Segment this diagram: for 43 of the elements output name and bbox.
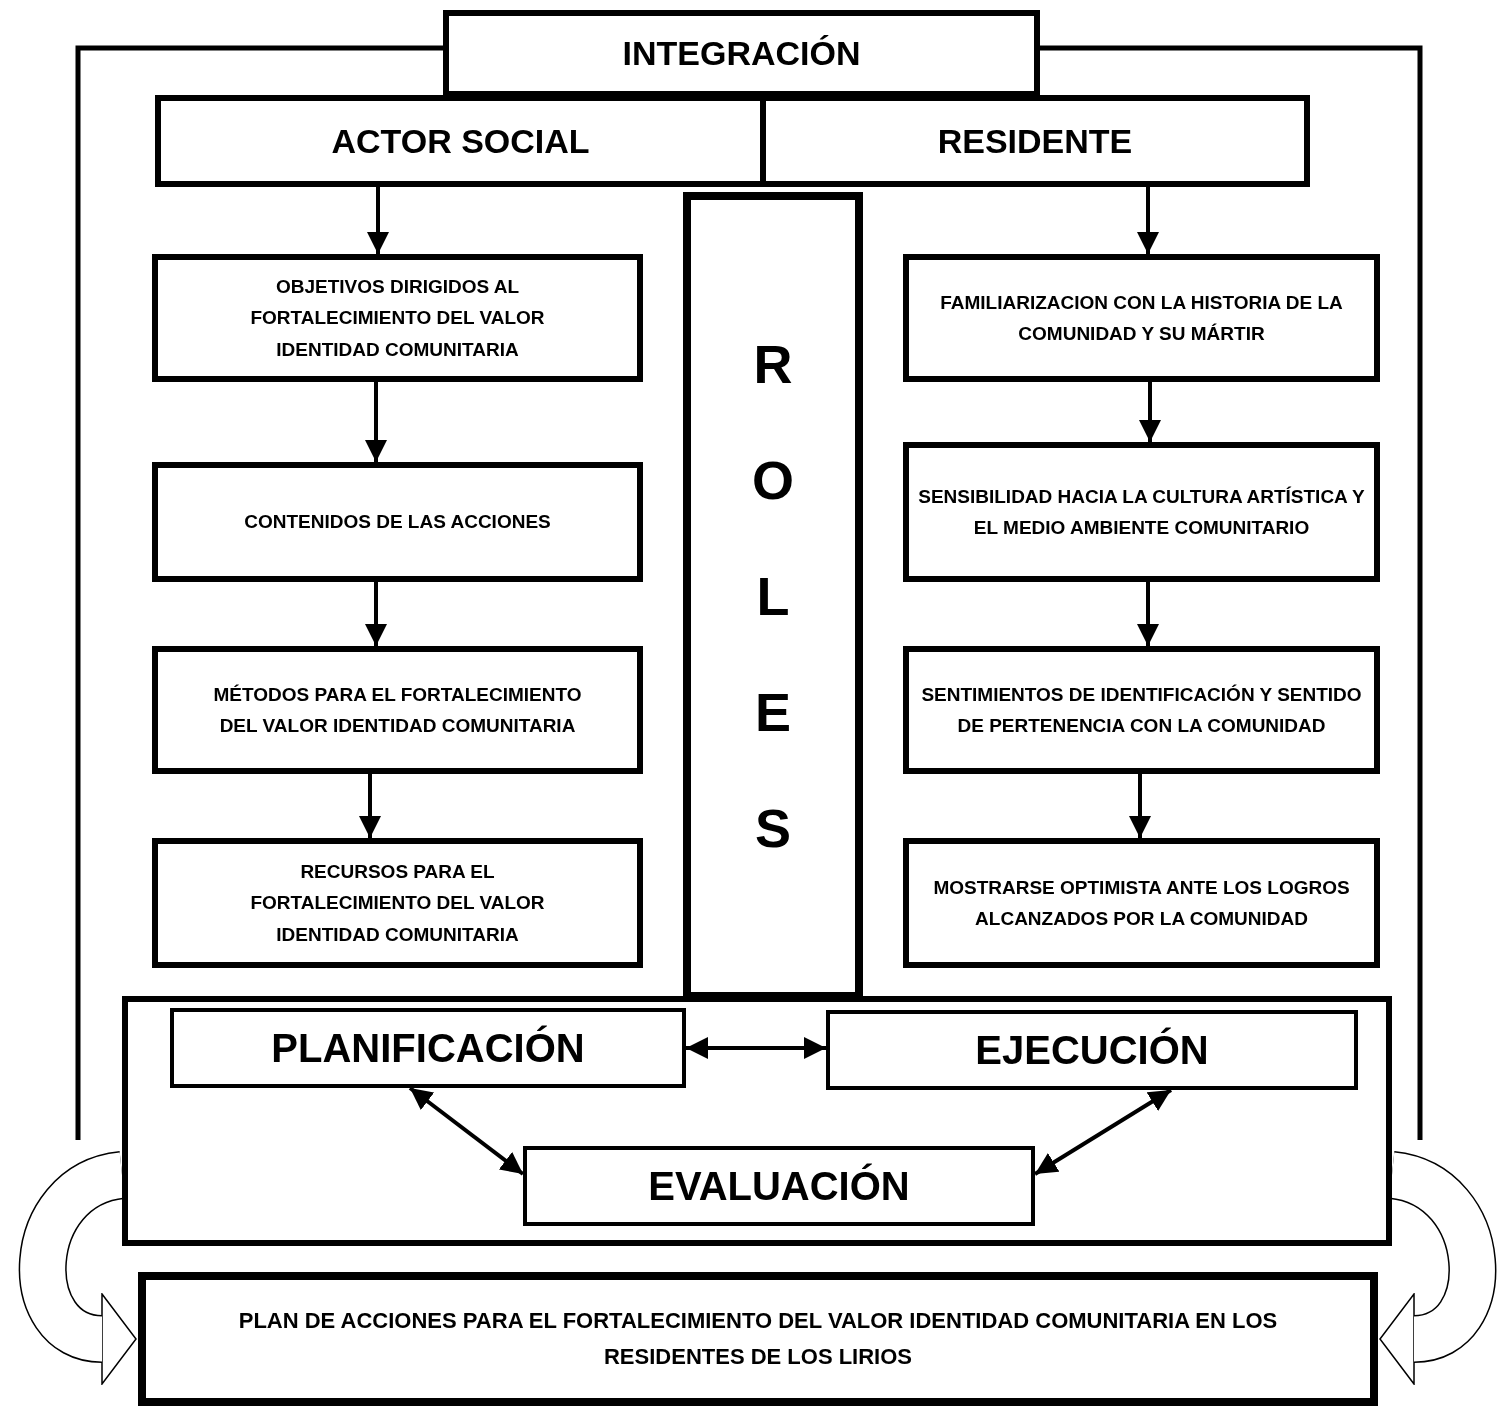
phase-box [523, 1146, 1035, 1226]
box-label: RESIDENTE [936, 120, 1134, 162]
arrow [1033, 1088, 1173, 1176]
box-label: ACTOR SOCIAL [330, 120, 591, 162]
box-label: RECURSOS PARA EL FORTALECIMIENTO DEL VALOR IDENTIDAD COMUNITARIA [249, 860, 546, 947]
process-box [152, 462, 643, 582]
phase-box [826, 1010, 1358, 1090]
arrow [365, 382, 387, 462]
phase-box [170, 1008, 686, 1088]
box-label: EJECUCIÓN [974, 1026, 1210, 1074]
box-label: MÉTODOS PARA EL FORTALECIMIENTO DEL VALOR IDENTIDAD COMUNITARIA [212, 682, 583, 738]
curved-block-arrow [1379, 1151, 1496, 1385]
arrow [1137, 187, 1159, 254]
box-label: EVALUACIÓN [647, 1162, 911, 1210]
box-label: OBJETIVOS DIRIGIDOS AL FORTALECIMIENTO DEL VALOR IDENTIDAD COMUNITARIA [249, 275, 546, 362]
box-label: INTEGRACIÓN [621, 33, 862, 75]
arrow [1137, 582, 1159, 646]
arrow [686, 1037, 826, 1059]
result-box [138, 1272, 1378, 1406]
process-box [152, 254, 643, 382]
box-label: PLAN DE ACCIONES PARA EL FORTALECIMIENTO DEL VALOR IDENTIDAD COMUNITARIA EN LOS RESIDENTES DE LOS LIRIOS [237, 1306, 1279, 1371]
curved-block-arrow [19, 1151, 137, 1385]
process-box [152, 646, 643, 774]
title-box [443, 10, 1040, 97]
container-box [122, 996, 1392, 1246]
box-label: FAMILIARIZACION CON LA HISTORIA DE LA COMUNIDAD Y SU MÁRTIR [939, 290, 1344, 346]
box-label: MOSTRARSE OPTIMISTA ANTE LOS LOGROS ALCANZADOS POR LA COMUNIDAD [932, 875, 1351, 931]
box-label: CONTENIDOS DE LAS ACCIONES [243, 510, 552, 535]
process-box [903, 254, 1380, 382]
process-box [903, 838, 1380, 968]
vertical-label: ROLES [751, 332, 795, 861]
box-label: PLANIFICACIÓN [270, 1024, 586, 1072]
arrow [367, 187, 389, 254]
arrow [359, 774, 381, 838]
box-label: SENSIBILIDAD HACIA LA CULTURA ARTÍSTICA Y EL MEDIO AMBIENTE COMUNITARIO [917, 484, 1366, 540]
arrow [408, 1086, 525, 1176]
box-label: SENTIMIENTOS DE IDENTIFICACIÓN Y SENTIDO DE PERTENENCIA CON LA COMUNIDAD [920, 682, 1363, 738]
arrow [1139, 382, 1161, 442]
process-box [903, 646, 1380, 774]
arrow [1129, 774, 1151, 838]
process-box [152, 838, 643, 968]
process-box [903, 442, 1380, 582]
arrow [365, 582, 387, 646]
